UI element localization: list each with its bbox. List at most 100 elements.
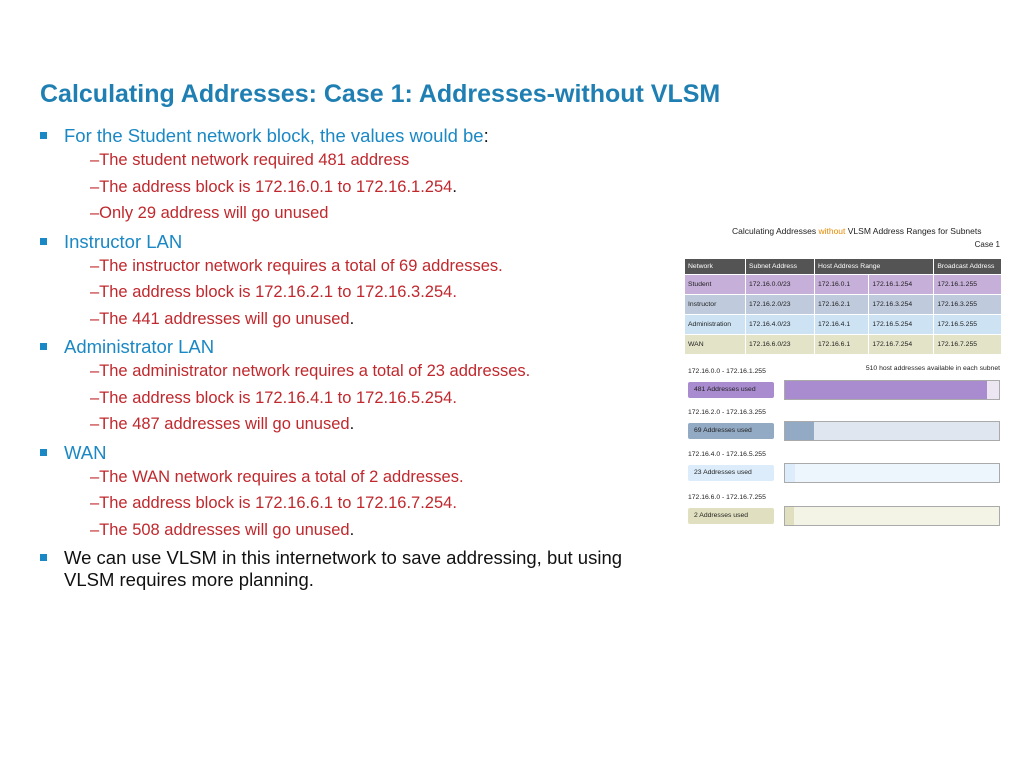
addresses-used-label: 481 Addresses used [688,382,774,398]
table-cell: Instructor [684,294,746,315]
sub-item: –The 508 addresses will go unused. [40,517,680,544]
subnet-usage-fill [785,422,814,440]
addresses-used-label: 2 Addresses used [688,508,774,524]
bullet-label: Instructor LAN [64,230,183,252]
bullet-group-wan: WAN –The WAN network requires a total of… [40,442,680,544]
subnet-usage-fill [785,381,987,399]
bullet-group-administrator: Administrator LAN –The administrator net… [40,336,680,438]
figure-title: Calculating Addresses without VLSM Addre… [732,226,981,236]
subnet-range-label: 172.16.6.0 - 172.16.7.255 [688,494,766,501]
sub-text: –The address block is 172.16.0.1 to 172.… [90,177,453,196]
sub-item: –The address block is 172.16.6.1 to 172.… [40,490,680,517]
sub-text: –The WAN network requires a total of 2 a… [90,467,464,486]
subnet-usage-bar [784,506,1000,526]
sub-text: –The address block is 172.16.2.1 to 172.… [90,283,457,301]
table-cell: 172.16.7.255 [933,334,1002,355]
table-cell: 172.16.7.254 [868,334,935,355]
figure-title-highlight: without [818,226,846,236]
sub-text: –The student network required 481 addres… [90,151,410,169]
table-header-row: Network Subnet Address Host Address Rang… [684,258,1002,275]
table-cell: 172.16.0.0/23 [745,274,815,295]
address-ranges-figure: Calculating Addresses without VLSM Addre… [684,222,1004,534]
subnet-usage-bar [784,463,1000,483]
bullet-group-student: For the Student network block, the value… [40,125,680,227]
figure-title-post: VLSM Address Ranges for Subnets [845,226,982,236]
column-header: Subnet Address [745,258,815,275]
subnet-range-label: 172.16.0.0 - 172.16.1.255 [688,368,766,375]
sub-text: –The instructor network requires a total… [90,256,503,275]
bullet-student: For the Student network block, the value… [40,125,680,147]
subnet-usage-fill [785,464,795,482]
table-cell: 172.16.1.254 [868,274,935,295]
table-cell: 172.16.2.1 [813,294,870,315]
sub-item: –The 441 addresses will go unused. [40,306,680,333]
square-bullet-icon [40,132,47,139]
table-cell: 172.16.0.1 [813,274,870,295]
bullet-instructor: Instructor LAN [40,231,680,253]
sub-item: –Only 29 address will go unused [40,200,680,227]
table-cell: 172.16.3.255 [933,294,1002,315]
column-header: Host Address Range [813,258,935,275]
sub-item: –The address block is 172.16.4.1 to 172.… [40,385,680,412]
table-cell: 172.16.6.1 [813,334,870,355]
bullet-label: We can use VLSM in this internetwork to … [64,547,623,590]
table-cell: Student [684,274,746,295]
sub-item: –The student network required 481 addres… [40,147,680,174]
slide-body: For the Student network block, the value… [40,125,680,595]
bullet-group-vlsm: We can use VLSM in this internetwork to … [40,547,680,591]
bullet-label: Administrator LAN [64,336,215,357]
addresses-used-label: 69 Addresses used [688,423,774,439]
sub-end: . [349,415,355,433]
case-label: Case 1 [974,240,1000,249]
table-cell: 172.16.6.0/23 [745,334,815,355]
bullet-group-instructor: Instructor LAN –The instructor network r… [40,231,680,333]
sub-item: –The address block is 172.16.0.1 to 172.… [40,174,680,201]
sub-end: . [452,177,457,196]
square-bullet-icon [40,554,47,561]
sub-item: –The instructor network requires a total… [40,253,680,280]
bullet-wan: WAN [40,442,680,464]
table-cell: 172.16.4.0/23 [745,314,815,335]
square-bullet-icon [40,448,47,456]
bullet-suffix: : [483,125,489,146]
column-header: Broadcast Address [933,258,1002,275]
table-cell: 172.16.4.1 [813,314,870,335]
sub-end: . [349,309,355,328]
sub-item: –The WAN network requires a total of 2 a… [40,464,680,491]
bullet-label: WAN [64,441,107,463]
column-header: Network [684,258,746,275]
subnet-usage-fill [785,507,794,525]
table-cell: 172.16.5.255 [933,314,1002,335]
subnet-table: Network Subnet Address Host Address Rang… [684,258,1002,355]
table-cell: 172.16.2.0/23 [745,294,815,315]
sub-text: –The 441 addresses will go unused [90,309,350,328]
figure-title-pre: Calculating Addresses [732,226,819,236]
slide-title: Calculating Addresses: Case 1: Addresses… [40,80,721,108]
table-cell: 172.16.1.255 [933,274,1002,295]
subnet-range-label: 172.16.4.0 - 172.16.5.255 [688,451,766,458]
square-bullet-icon [40,237,47,245]
square-bullet-icon [40,343,47,350]
table-cell: 172.16.3.254 [868,294,935,315]
sub-text: –The 487 addresses will go unused [90,415,350,433]
subnet-usage-bar [784,380,1000,400]
bullet-vlsm-note: We can use VLSM in this internetwork to … [40,547,664,591]
sub-item: –The address block is 172.16.2.1 to 172.… [40,279,680,306]
table-cell: 172.16.5.254 [868,314,935,335]
sub-item: –The 487 addresses will go unused. [40,411,680,438]
table-cell: Administration [684,314,746,335]
sub-text: –The address block is 172.16.4.1 to 172.… [90,388,457,407]
bullet-label: For the Student network block, the value… [64,125,484,146]
sub-item: –The administrator network requires a to… [40,358,680,385]
sub-text: –Only 29 address will go unused [90,204,329,222]
available-hosts-note: 510 host addresses available in each sub… [865,365,1000,372]
sub-text: –The 508 addresses will go unused [90,520,350,539]
addresses-used-label: 23 Addresses used [688,465,774,481]
sub-text: –The address block is 172.16.6.1 to 172.… [90,494,457,512]
subnet-usage-bar [784,421,1000,441]
sub-end: . [349,520,355,539]
